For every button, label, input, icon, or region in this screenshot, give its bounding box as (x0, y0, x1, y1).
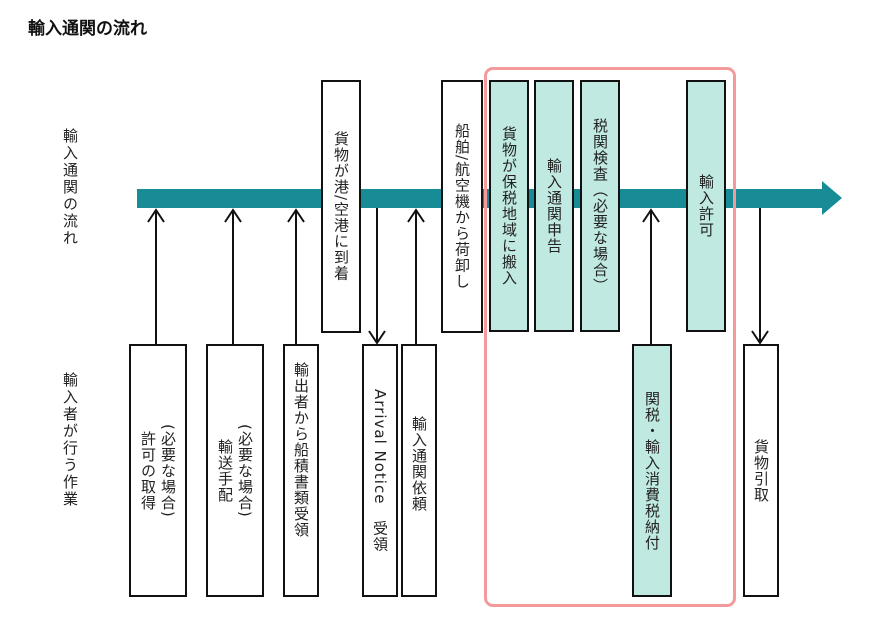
side-label-flow: 輸入通関の流れ (61, 128, 79, 247)
step-label: 輸入通関申告 (545, 158, 563, 254)
down-arrow-icon (751, 208, 769, 345)
task-note: (必要な場合) (159, 423, 177, 518)
flow-step: 輸入通関申告 (534, 80, 574, 332)
up-arrow-icon (642, 208, 660, 344)
up-arrow-icon (287, 208, 305, 344)
importer-task: 関税・輸入消費税納付 (632, 344, 672, 597)
importer-task: 貨物引取 (743, 344, 779, 597)
task-label: 輸送手配 (216, 438, 234, 503)
flow-step: 輸入許可 (686, 80, 726, 332)
task-label: 輸入通関依頼 (410, 416, 428, 512)
task-label: 貨物引取 (752, 438, 770, 503)
step-label: 貨物が港/空港に到着 (332, 131, 350, 282)
importer-task: 輸送手配 (必要な場合) (206, 344, 264, 597)
importer-task: Arrival Notice 受領 (362, 344, 398, 597)
flow-step: 貨物が港/空港に到着 (321, 80, 361, 333)
importer-task: 輸出者から船積書類受領 (283, 344, 319, 597)
flow-step: 貨物が保税地域に搬入 (489, 80, 529, 332)
task-label: 許可の取得 (139, 430, 157, 511)
flow-step: 船舶/航空機から荷卸し (441, 80, 483, 333)
task-note: (必要な場合) (236, 423, 254, 518)
customs-procedure-highlight (484, 67, 736, 607)
task-label: Arrival Notice 受領 (371, 388, 389, 553)
step-label: 税関検査（必要な場合） (591, 118, 609, 294)
down-arrow-icon (368, 208, 386, 345)
step-label: 船舶/航空機から荷卸し (453, 123, 471, 290)
page-title: 輸入通関の流れ (28, 19, 147, 39)
importer-task: 輸入通関依頼 (401, 344, 437, 597)
importer-task: 許可の取得 (必要な場合) (129, 344, 187, 597)
up-arrow-icon (407, 208, 425, 344)
up-arrow-icon (147, 208, 165, 344)
side-label-importer: 輸入者が行う作業 (61, 372, 79, 508)
flow-arrowhead-icon (822, 181, 842, 215)
up-arrow-icon (224, 208, 242, 344)
flow-step: 税関検査（必要な場合） (580, 80, 620, 332)
step-label: 輸入許可 (697, 174, 715, 238)
step-label: 貨物が保税地域に搬入 (500, 126, 518, 286)
task-label: 関税・輸入消費税納付 (643, 390, 661, 551)
task-label: 輸出者から船積書類受領 (292, 362, 310, 538)
